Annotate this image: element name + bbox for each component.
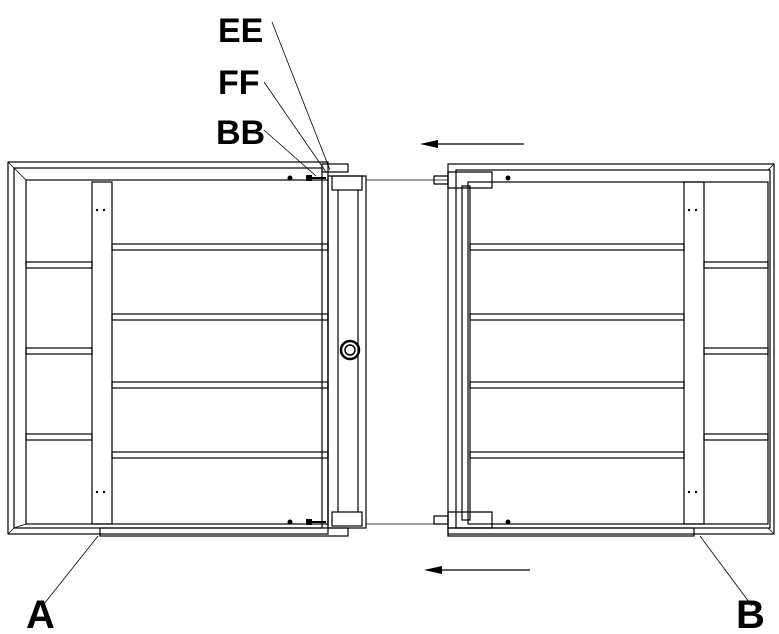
arrow-bottom <box>424 566 530 574</box>
leader-lines <box>43 21 753 607</box>
arrow-top <box>420 140 524 148</box>
bolt-top-b <box>505 175 511 181</box>
panel-b-main-rails <box>469 243 685 459</box>
panel-b-right-rails <box>703 261 769 441</box>
bolt-top-a <box>287 175 326 181</box>
hinge-post <box>327 175 367 529</box>
bolt-bottom-b <box>505 519 511 525</box>
label-a: A <box>26 593 55 634</box>
panel-a <box>7 161 367 537</box>
label-b: B <box>736 593 765 634</box>
arrow-left-icon <box>424 566 442 574</box>
label-ee: EE <box>218 12 263 50</box>
label-bb: BB <box>216 114 265 152</box>
knob-icon <box>339 339 361 361</box>
label-ff: FF <box>218 64 260 102</box>
panel-b <box>433 163 775 537</box>
panel-a-left-rails <box>25 261 93 441</box>
panel-a-main-rails <box>111 243 329 459</box>
bolt-bottom-a <box>287 519 326 525</box>
arrow-left-icon <box>420 140 438 148</box>
latch-post <box>433 171 493 529</box>
